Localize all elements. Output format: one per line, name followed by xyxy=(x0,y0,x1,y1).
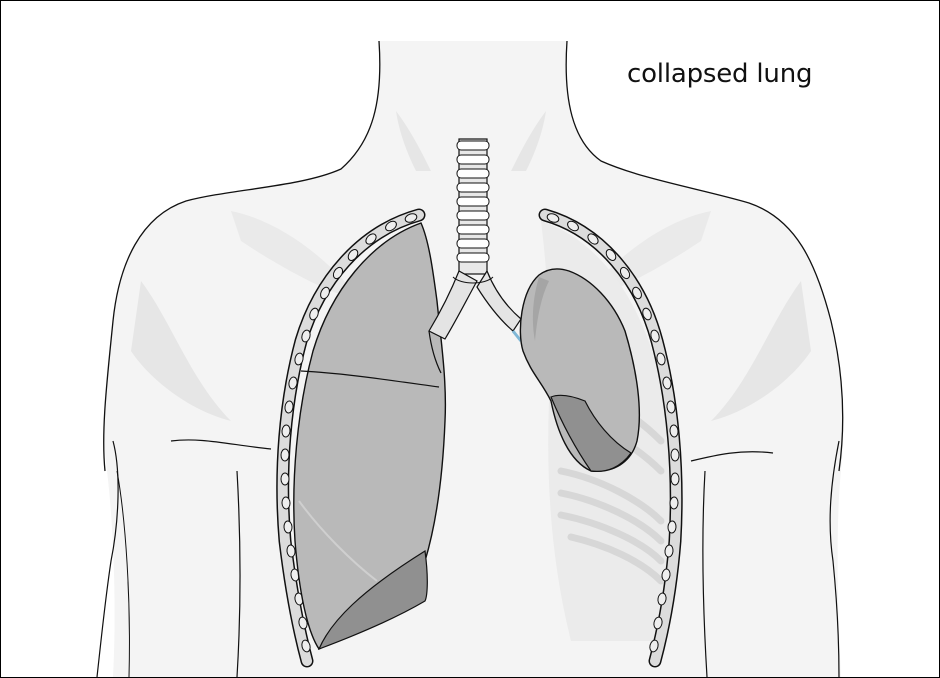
trachea xyxy=(457,139,489,274)
collapsed-lung-label: collapsed lung xyxy=(627,59,812,89)
torso-silhouette xyxy=(104,41,843,677)
